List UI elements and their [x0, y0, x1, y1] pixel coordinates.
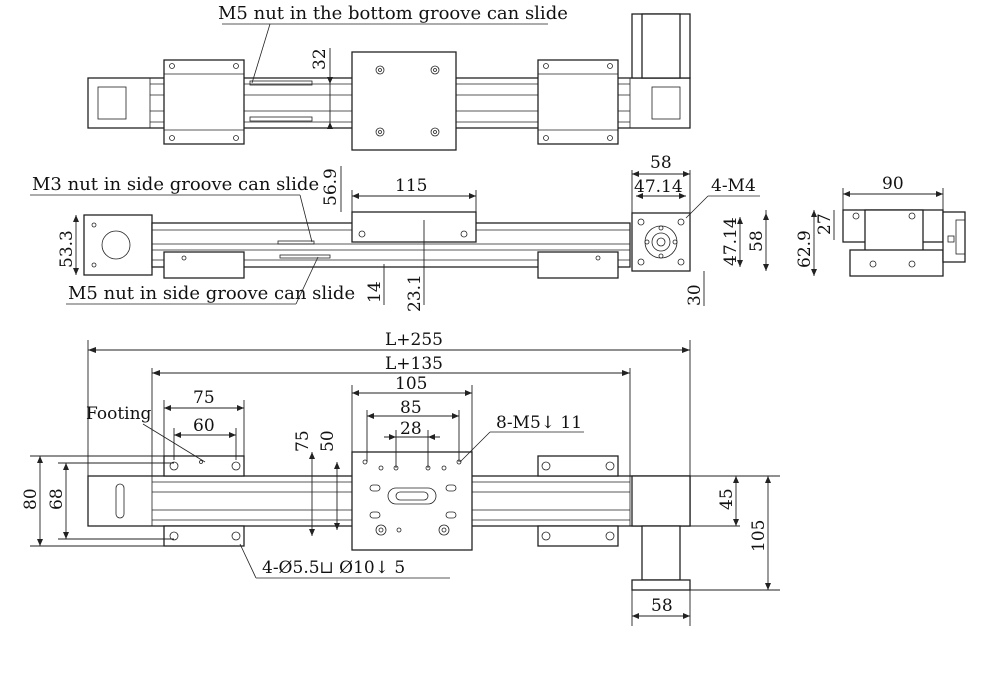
dim-L255: L+255 — [385, 330, 443, 350]
dim-75-h: 75 — [193, 388, 215, 408]
dim-62-9: 62.9 — [795, 230, 815, 268]
dim-75-v: 75 — [293, 430, 313, 452]
dim-32: 32 — [310, 48, 330, 70]
dim-68: 68 — [47, 488, 67, 510]
dim-85: 85 — [400, 398, 422, 418]
dim-14: 14 — [365, 281, 385, 303]
dim-58-bottom: 58 — [651, 596, 673, 616]
dim-50: 50 — [318, 430, 338, 452]
note-m5-side: M5 nut in side groove can slide — [68, 283, 355, 304]
nut-row-icon — [249, 80, 313, 122]
dim-30: 30 — [685, 284, 705, 306]
end-view: 90 27 62.9 — [795, 174, 966, 277]
dim-58-top: 58 — [650, 153, 672, 173]
dim-80: 80 — [21, 488, 41, 510]
dim-47-14-v: 47.14 — [721, 217, 741, 266]
dim-23-1: 23.1 — [405, 274, 425, 312]
dim-58-side: 58 — [747, 230, 767, 252]
dim-90: 90 — [882, 174, 904, 194]
dim-115: 115 — [395, 176, 427, 196]
note-m3-side: M3 nut in side groove can slide — [32, 174, 319, 195]
dim-105-v: 105 — [749, 520, 769, 552]
dim-56-9: 56.9 — [321, 168, 341, 206]
top-view: 32 M5 nut in the bottom groove can slide — [87, 3, 691, 151]
note-8-m5: 8-M5↓ 11 — [496, 413, 582, 433]
dim-45: 45 — [717, 488, 737, 510]
dim-47-14-h: 47.14 — [634, 177, 683, 197]
note-footing: Footing — [86, 404, 152, 424]
dim-60: 60 — [193, 416, 215, 436]
dim-53-3: 53.3 — [57, 230, 77, 268]
note-counterbore: 4-Ø5.5⊔ Ø10↓ 5 — [262, 558, 405, 578]
plan-view: L+255 L+135 75 60 Footing 105 — [21, 330, 780, 626]
dim-28: 28 — [400, 419, 422, 439]
dim-105-h: 105 — [395, 374, 427, 394]
dim-27: 27 — [815, 213, 835, 235]
front-view: 115 56.9 53.3 14 23.1 58 47.14 4-M4 — [30, 153, 769, 312]
note-m5-bottom: M5 nut in the bottom groove can slide — [218, 3, 568, 24]
note-4-m4: 4-M4 — [711, 176, 756, 196]
dim-L135: L+135 — [385, 354, 443, 374]
